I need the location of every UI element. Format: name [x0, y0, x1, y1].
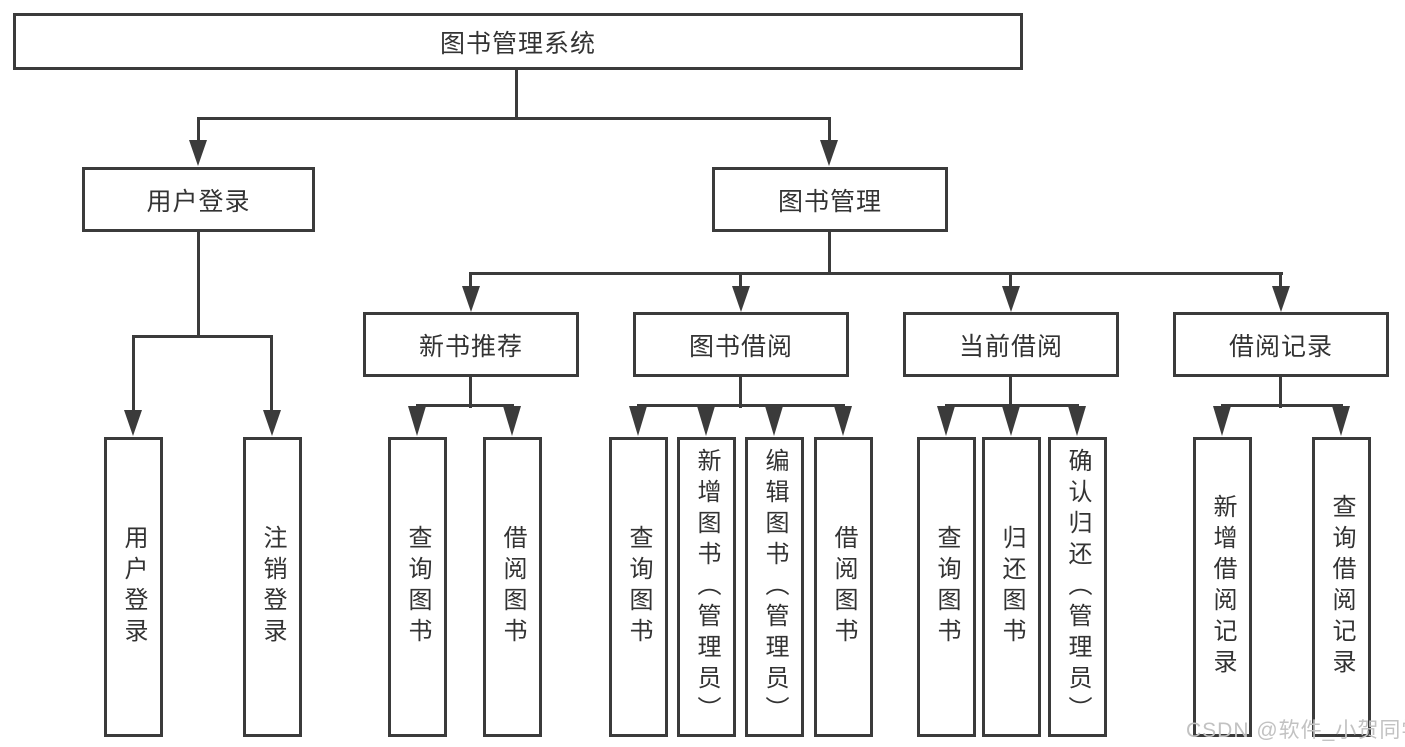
node-label: 借阅记录 — [1228, 332, 1333, 361]
connector-vline — [739, 375, 742, 408]
leaf-return-books: 归还图书 — [982, 437, 1041, 737]
leaf-label: 新增借阅记录 — [1209, 494, 1236, 680]
node-user-login: 用户登录 — [82, 167, 315, 232]
arrowhead-down-icon — [1213, 406, 1231, 436]
connector-hline — [416, 404, 514, 407]
connector-vline — [197, 117, 200, 147]
arrowhead-down-icon — [408, 406, 426, 436]
arrowhead-down-icon — [629, 406, 647, 436]
node-book-borrowing: 图书借阅 — [633, 312, 849, 377]
connector-vline — [828, 231, 831, 275]
leaf-query-books: 查询图书 — [917, 437, 976, 737]
connector-vline — [469, 375, 472, 408]
connector-vline — [197, 231, 200, 338]
node-label: 图书管理 — [777, 187, 882, 216]
arrowhead-down-icon — [1272, 286, 1290, 312]
node-borrowing-records: 借阅记录 — [1173, 312, 1389, 377]
leaf-label: 查询图书 — [404, 525, 431, 649]
arrowhead-down-icon — [1068, 406, 1086, 436]
leaf-label: 用户登录 — [120, 525, 147, 649]
leaf-confirm-return-admin: 确认归还（管理员） — [1048, 437, 1107, 737]
node-label: 图书管理系统 — [439, 29, 596, 58]
leaf-add-books-admin: 新增图书（管理员） — [677, 437, 736, 737]
leaf-query-books: 查询图书 — [388, 437, 447, 737]
arrowhead-down-icon — [732, 286, 750, 312]
arrowhead-down-icon — [834, 406, 852, 436]
leaf-label: 借阅图书 — [830, 525, 857, 649]
connector-hline — [197, 117, 831, 120]
connector-vline — [739, 272, 742, 292]
leaf-user-login: 用户登录 — [104, 437, 163, 737]
arrowhead-down-icon — [189, 140, 207, 166]
leaf-edit-books-admin: 编辑图书（管理员） — [745, 437, 804, 737]
connector-vline — [1279, 375, 1282, 408]
arrowhead-down-icon — [1332, 406, 1350, 436]
leaf-borrow-books: 借阅图书 — [483, 437, 542, 737]
node-library-management-system: 图书管理系统 — [13, 13, 1023, 70]
connector-vline — [469, 272, 472, 292]
arrowhead-down-icon — [820, 140, 838, 166]
node-label: 新书推荐 — [418, 332, 523, 361]
connector-hline — [637, 404, 845, 407]
leaf-query-books: 查询图书 — [609, 437, 668, 737]
connector-vline — [1009, 375, 1012, 408]
leaf-label: 借阅图书 — [499, 525, 526, 649]
connector-hline — [132, 335, 273, 338]
arrowhead-down-icon — [124, 410, 142, 436]
node-new-book-recommendation: 新书推荐 — [363, 312, 579, 377]
leaf-label: 查询图书 — [625, 525, 652, 649]
leaf-label: 确认归还（管理员） — [1064, 447, 1091, 727]
connector-hline — [945, 404, 1079, 407]
connector-vline — [1279, 272, 1282, 292]
arrowhead-down-icon — [697, 406, 715, 436]
arrowhead-down-icon — [1002, 406, 1020, 436]
leaf-label: 查询图书 — [933, 525, 960, 649]
arrowhead-down-icon — [462, 286, 480, 312]
leaf-borrow-books: 借阅图书 — [814, 437, 873, 737]
leaf-query-borrow-record: 查询借阅记录 — [1312, 437, 1371, 737]
leaf-logout-login: 注销登录 — [243, 437, 302, 737]
leaf-label: 编辑图书（管理员） — [761, 447, 788, 727]
leaf-label: 归还图书 — [998, 525, 1025, 649]
node-label: 当前借阅 — [958, 332, 1063, 361]
arrowhead-down-icon — [937, 406, 955, 436]
arrowhead-down-icon — [1002, 286, 1020, 312]
connector-hline — [1221, 404, 1343, 407]
connector-vline — [515, 70, 518, 119]
arrowhead-down-icon — [503, 406, 521, 436]
node-label: 用户登录 — [146, 187, 251, 216]
connector-vline — [1009, 272, 1012, 292]
leaf-add-borrow-record: 新增借阅记录 — [1193, 437, 1252, 737]
connector-vline — [828, 117, 831, 147]
connector-vline — [132, 335, 135, 415]
connector-hline — [469, 272, 1283, 275]
leaf-label: 查询借阅记录 — [1328, 494, 1355, 680]
connector-vline — [270, 335, 273, 415]
leaf-label: 注销登录 — [259, 525, 286, 649]
leaf-label: 新增图书（管理员） — [693, 447, 720, 727]
watermark: CSDN @软件_小贺同学 — [1186, 719, 1405, 742]
node-current-borrowing: 当前借阅 — [903, 312, 1119, 377]
arrowhead-down-icon — [765, 406, 783, 436]
node-book-management: 图书管理 — [712, 167, 948, 232]
node-label: 图书借阅 — [688, 332, 793, 361]
arrowhead-down-icon — [263, 410, 281, 436]
